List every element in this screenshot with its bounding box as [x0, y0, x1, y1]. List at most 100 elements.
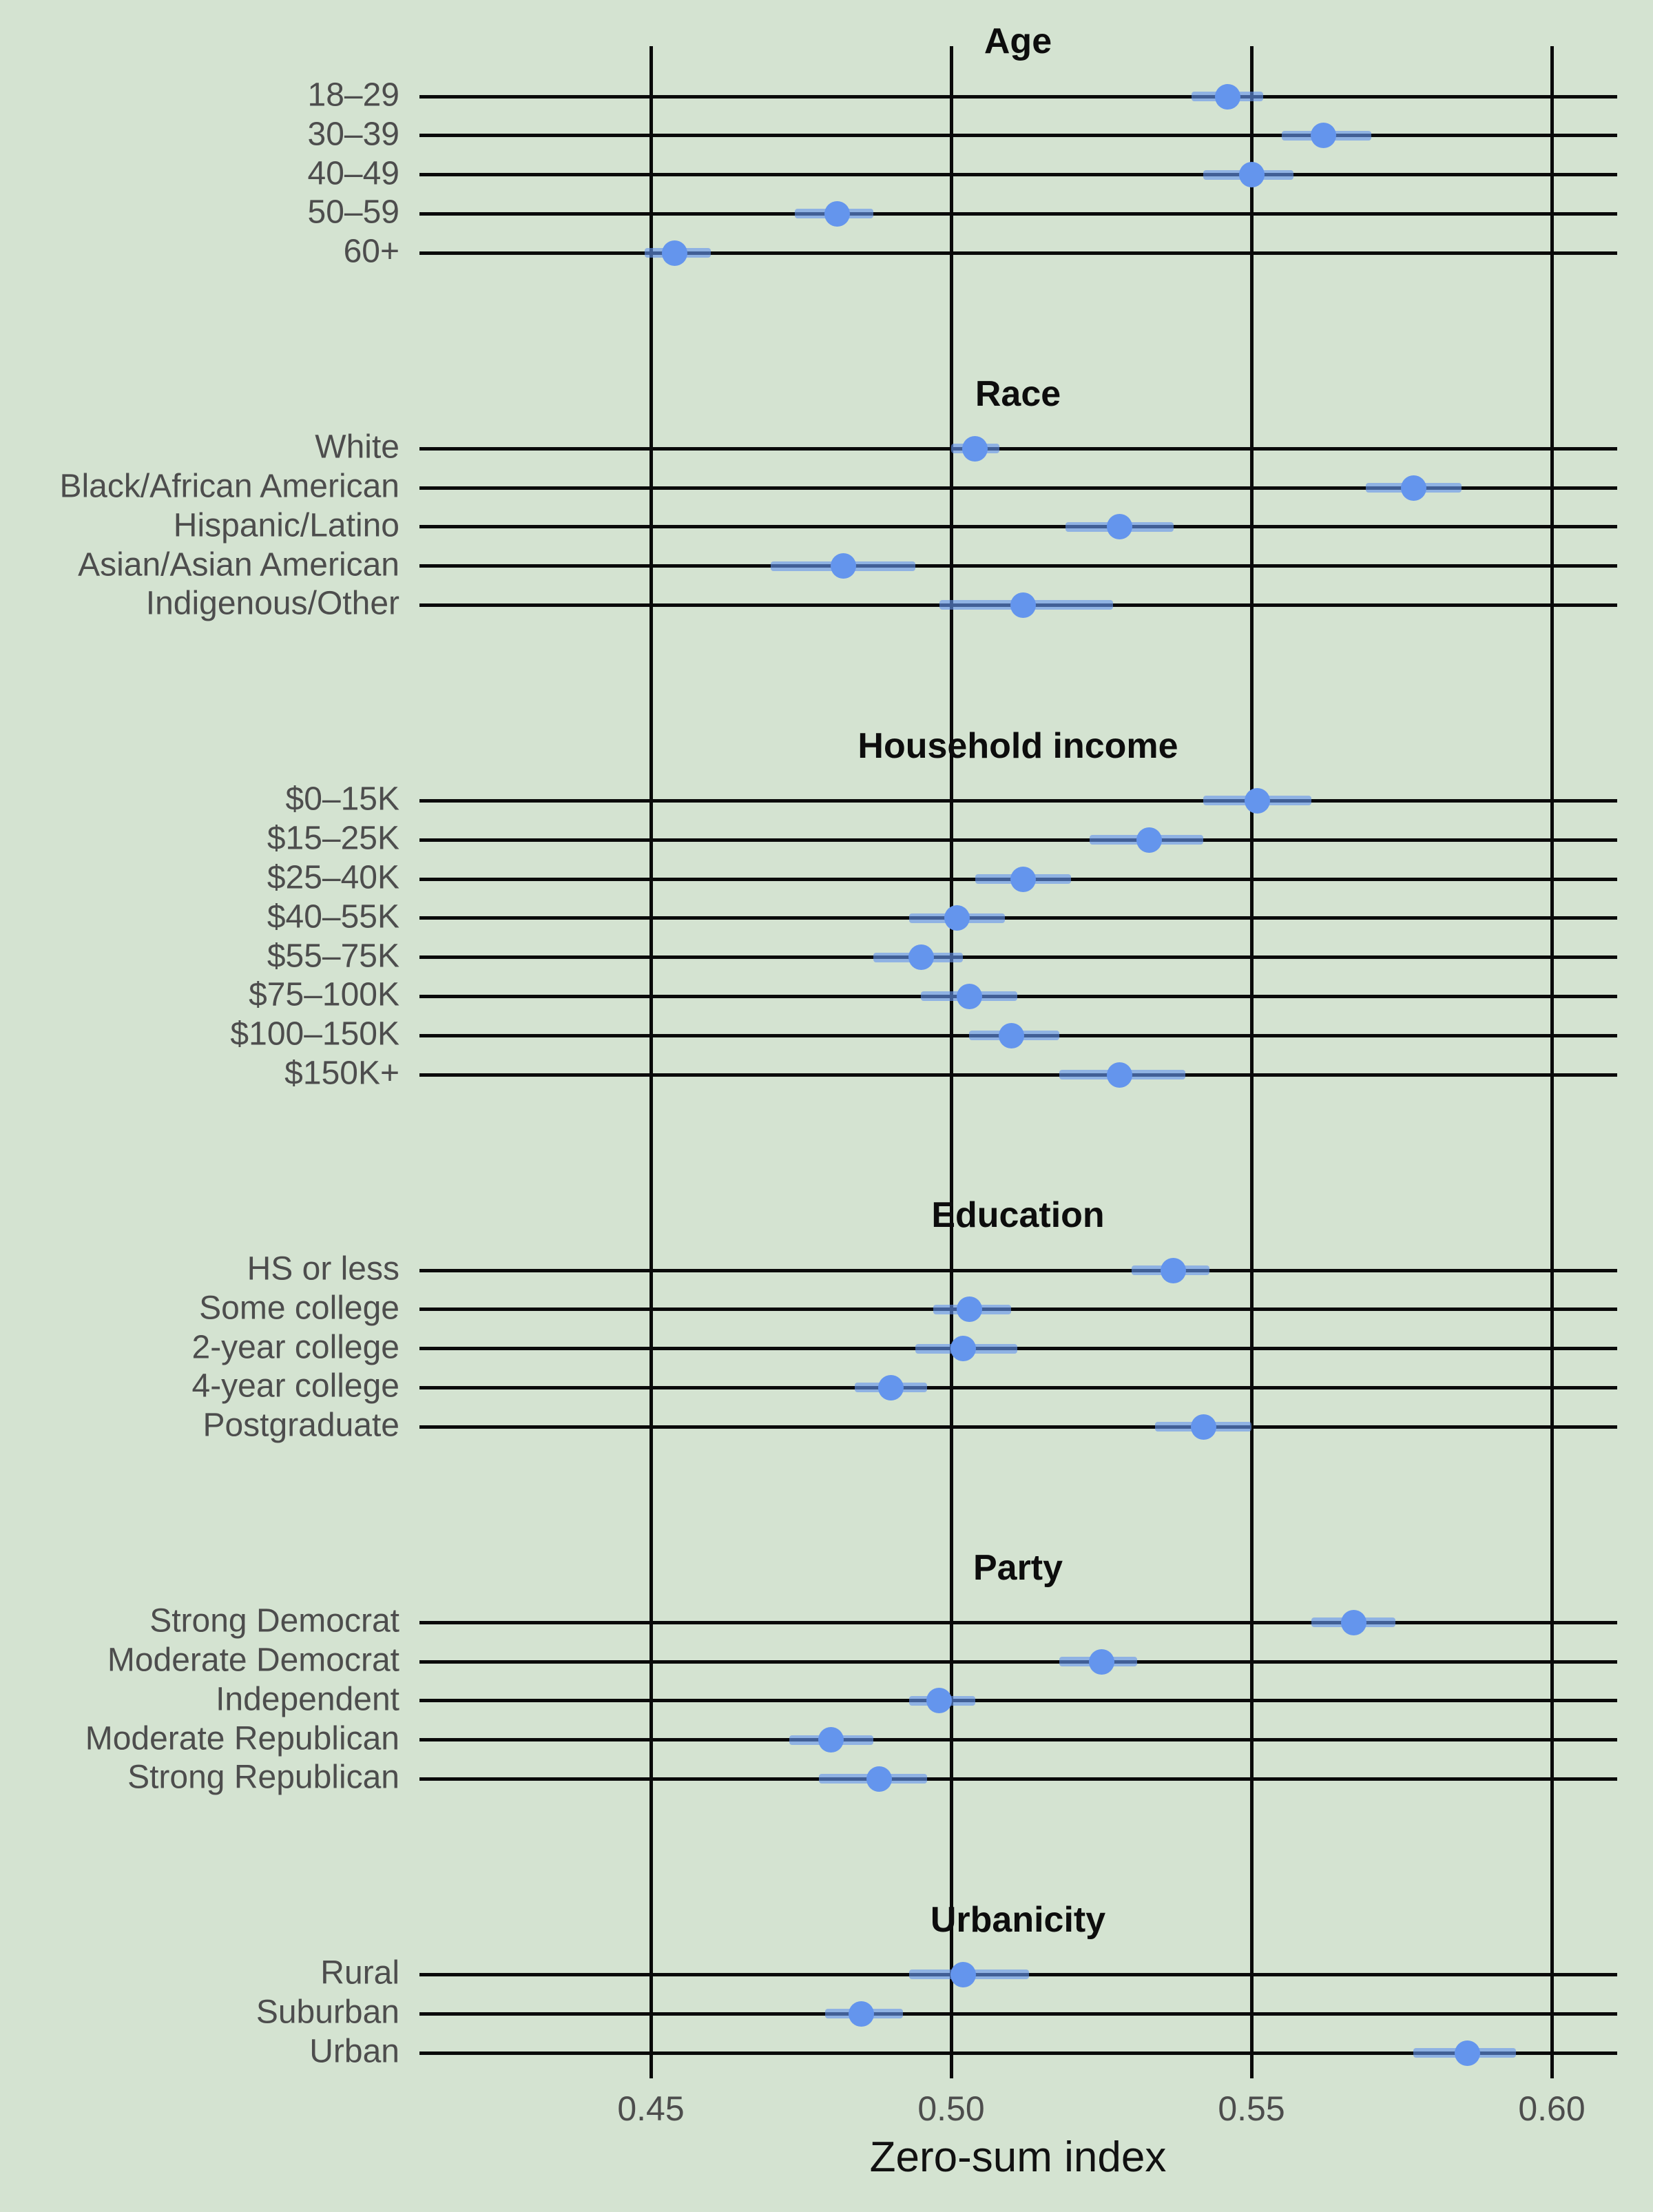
category-label: 2-year college: [191, 1328, 400, 1365]
row-line: [419, 916, 1617, 920]
row-line: [419, 1425, 1617, 1429]
point-marker: [908, 944, 934, 971]
point-marker: [1455, 2040, 1481, 2066]
group-title-education: Education: [931, 1195, 1105, 1236]
point-marker: [1161, 1257, 1187, 1283]
point-marker: [1311, 123, 1337, 149]
category-label: $40–55K: [267, 898, 399, 936]
point-marker: [1136, 827, 1163, 853]
category-label: 30–39: [307, 116, 399, 153]
row-line: [419, 1620, 1617, 1624]
point-marker: [818, 1727, 844, 1753]
x-tick-label: 0.45: [617, 2089, 685, 2128]
point-marker: [950, 1336, 976, 1362]
point-marker: [824, 200, 850, 227]
row-line: [419, 1385, 1617, 1389]
group-title-urbanicity: Urbanicity: [930, 1899, 1106, 1940]
x-tick-label: 0.55: [1218, 2089, 1285, 2128]
row-line: [419, 1777, 1617, 1781]
point-marker: [830, 553, 856, 579]
row-line: [419, 994, 1617, 998]
row-line: [419, 2051, 1617, 2055]
category-label: Moderate Republican: [85, 1719, 399, 1757]
category-label: Strong Republican: [127, 1759, 399, 1796]
row-line: [419, 838, 1617, 842]
point-marker: [1340, 1609, 1366, 1635]
point-marker: [962, 435, 988, 462]
point-marker: [1106, 1062, 1132, 1088]
row-line: [419, 94, 1617, 99]
category-label: 18–29: [307, 76, 399, 114]
row-line: [419, 525, 1617, 529]
category-label: 4-year college: [191, 1367, 400, 1405]
category-label: 40–49: [307, 154, 399, 192]
point-marker: [1088, 1648, 1114, 1675]
category-label: 50–59: [307, 194, 399, 231]
row-line: [419, 2012, 1617, 2016]
category-label: Black/African American: [59, 468, 399, 505]
point-marker: [1245, 787, 1271, 814]
category-label: Independent: [216, 1681, 399, 1718]
category-label: White: [315, 428, 399, 466]
category-label: $100–150K: [230, 1015, 399, 1053]
point-marker: [1010, 866, 1037, 892]
category-label: Asian/Asian American: [78, 546, 399, 583]
category-label: $15–25K: [267, 820, 399, 857]
group-title-party: Party: [973, 1547, 1063, 1588]
point-marker: [956, 1296, 982, 1323]
point-marker: [866, 1766, 892, 1792]
row-line: [419, 486, 1617, 490]
category-label: $0–15K: [285, 781, 400, 818]
category-label: $25–40K: [267, 859, 399, 896]
category-label: HS or less: [247, 1250, 399, 1288]
point-marker: [956, 983, 982, 1009]
row-line: [419, 1347, 1617, 1351]
row-line: [419, 211, 1617, 216]
row-line: [419, 446, 1617, 451]
category-label: Some college: [199, 1290, 399, 1327]
point-marker: [662, 240, 688, 266]
x-tick-label: 0.60: [1518, 2089, 1586, 2128]
category-label: Suburban: [256, 1994, 399, 2031]
x-gridline-0.55: [1249, 46, 1254, 2078]
category-label: Postgraduate: [202, 1407, 399, 1444]
row-line: [419, 1738, 1617, 1742]
point-marker: [1190, 1414, 1216, 1440]
point-marker: [1106, 514, 1132, 540]
category-label: $150K+: [284, 1055, 399, 1092]
x-gridline-0.60: [1550, 46, 1554, 2078]
row-line: [419, 955, 1617, 960]
category-label: Strong Democrat: [149, 1602, 399, 1640]
category-label: Urban: [309, 2033, 399, 2070]
group-title-race: Race: [975, 373, 1061, 414]
x-gridline-0.45: [649, 46, 653, 2078]
category-label: 60+: [343, 233, 399, 270]
point-marker: [848, 2001, 874, 2027]
row-line: [419, 1660, 1617, 1664]
x-gridline-0.50: [949, 46, 953, 2078]
point-marker: [998, 1022, 1024, 1048]
point-marker: [1214, 83, 1240, 110]
point-marker: [1400, 475, 1426, 501]
category-label: $75–100K: [249, 976, 399, 1013]
category-label: Hispanic/Latino: [173, 507, 399, 544]
x-tick-label: 0.50: [917, 2089, 985, 2128]
row-line: [419, 173, 1617, 177]
row-line: [419, 1073, 1617, 1077]
point-marker: [1010, 592, 1037, 618]
row-line: [419, 564, 1617, 568]
group-title-household-income: Household income: [857, 725, 1178, 766]
row-line: [419, 1307, 1617, 1312]
category-label: Moderate Democrat: [107, 1642, 399, 1679]
point-marker: [944, 905, 970, 931]
row-line: [419, 798, 1617, 803]
group-title-age: Age: [984, 21, 1052, 62]
x-axis-title: Zero-sum index: [869, 2133, 1167, 2181]
row-line: [419, 134, 1617, 138]
point-marker: [1238, 162, 1265, 188]
point-marker: [878, 1374, 904, 1400]
category-label: $55–75K: [267, 937, 399, 974]
category-label: Rural: [320, 1954, 399, 1992]
point-marker: [926, 1688, 953, 1714]
